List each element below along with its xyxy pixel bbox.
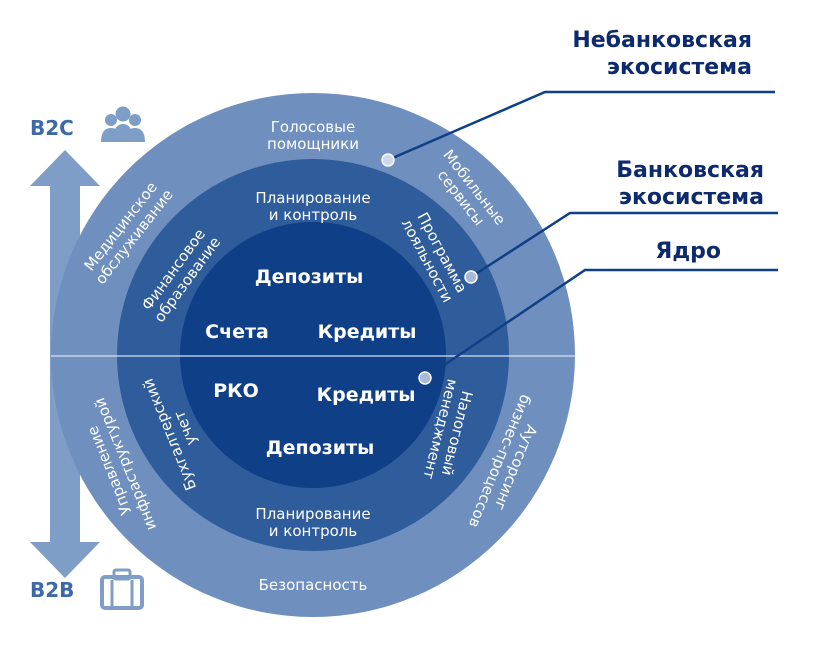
core-leader-line	[424, 268, 778, 380]
people-icon	[101, 106, 145, 142]
nonbank-marker-dot	[381, 153, 395, 167]
core-label: Ядро	[655, 239, 721, 264]
core-label-deposits-bottom: Депозиты	[265, 437, 375, 460]
bank-leader-line	[470, 211, 778, 279]
core-marker-dot	[418, 371, 432, 385]
nonbank-leader-line	[387, 90, 775, 162]
core-label-credits-top: Кредиты	[317, 321, 417, 344]
core-label-credits-bottom: Кредиты	[316, 384, 416, 407]
core-label-deposits-top: Депозиты	[254, 266, 364, 289]
b2b-label: B2B	[30, 578, 75, 602]
outer-label-security: Безопасность	[258, 576, 368, 594]
bank-marker-dot	[464, 270, 478, 284]
core-label-accounts: Счета	[205, 321, 269, 344]
core-circle	[180, 222, 446, 488]
b2c-label: B2C	[30, 116, 74, 140]
core-label-rko: РКО	[213, 380, 259, 403]
briefcase-icon	[100, 568, 144, 610]
